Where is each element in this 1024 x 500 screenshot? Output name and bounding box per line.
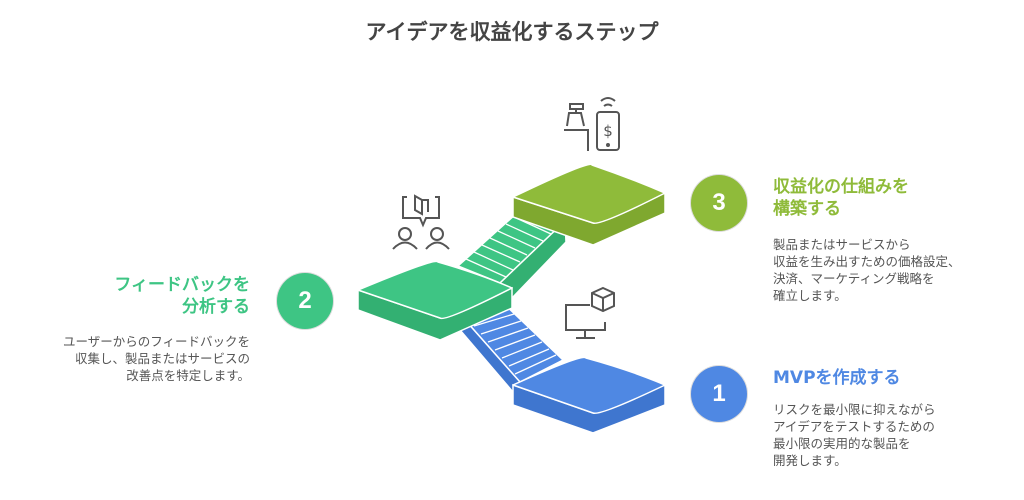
svg-text:$: $ xyxy=(603,122,613,140)
computer-cube-icon xyxy=(565,286,615,339)
users-feedback-icon xyxy=(392,194,450,250)
step-3-badge: 3 xyxy=(691,175,747,231)
step-3-description: 製品またはサービスから 収益を生み出すための価格設定、 決済、マーケティング戦略… xyxy=(773,237,961,303)
platform-2 xyxy=(357,260,513,341)
step-3-heading: 収益化の仕組みを 構築する xyxy=(773,177,909,219)
step-2-description: ユーザーからのフィードバックを 収集し、製品またはサービスの 改善点を特定します… xyxy=(62,334,250,383)
step-2-heading: フィードバックを 分析する xyxy=(114,275,250,317)
step-1-heading: MVPを作成する xyxy=(773,368,901,388)
page-title: アイデアを収益化するステップ xyxy=(365,20,659,44)
platform-3 xyxy=(512,163,666,246)
register-payment-icon: $ xyxy=(564,97,620,151)
step-1-badge: 1 xyxy=(691,366,747,422)
step-2-badge: 2 xyxy=(277,273,333,329)
platform-1 xyxy=(512,356,666,434)
step-1-description: リスクを最小限に抑えながら アイデアをテストするための 最小限の実用的な製品を … xyxy=(773,402,936,468)
